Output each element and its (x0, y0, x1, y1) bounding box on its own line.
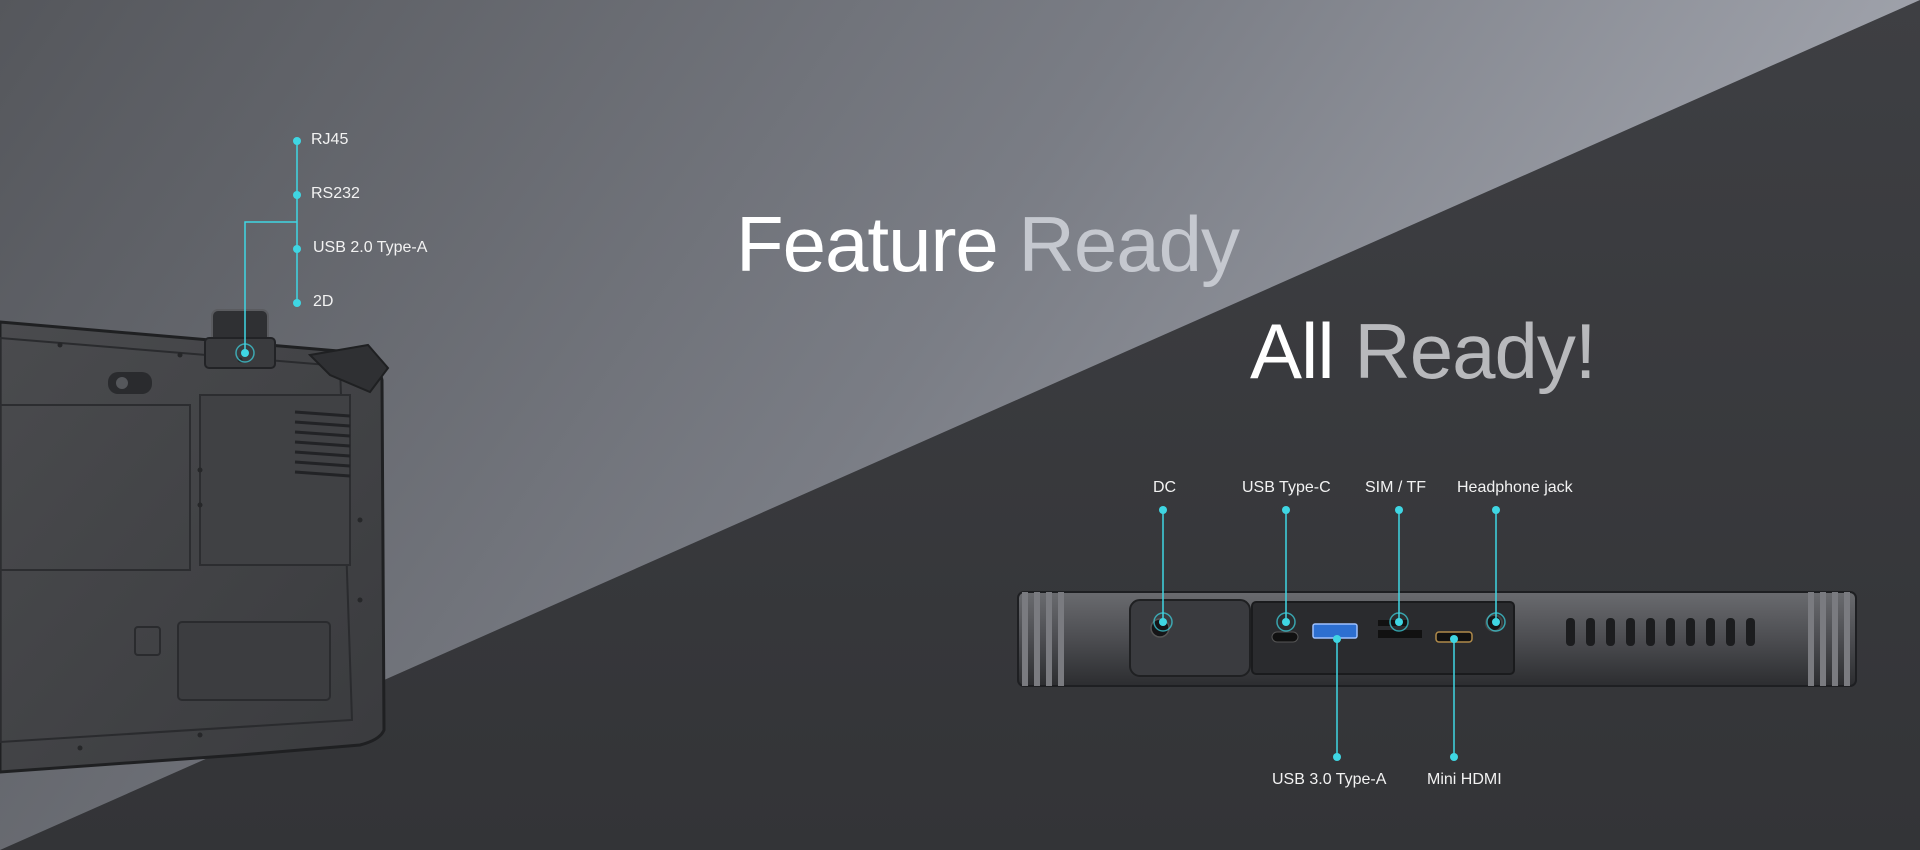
headline-1-word-2: Ready (1018, 200, 1239, 288)
headline-1-word-1: Feature (736, 200, 999, 288)
label-mini-hdmi: Mini HDMI (1427, 771, 1502, 788)
label-usb-3-type-a: USB 3.0 Type-A (1272, 771, 1387, 788)
headline-2-word-1: All (1250, 307, 1335, 395)
headline-all-ready: All Ready! (1250, 312, 1597, 390)
label-rj45: RJ45 (311, 131, 349, 148)
headline-feature-ready: Feature Ready (736, 205, 1240, 283)
tablet-rear-image (0, 309, 390, 774)
label-sim-tf: SIM / TF (1365, 479, 1427, 496)
tablet-side-image (1017, 591, 1857, 687)
label-headphone-jack: Headphone jack (1457, 479, 1573, 496)
label-usb-2-type-a: USB 2.0 Type-A (313, 239, 428, 256)
label-usb-type-c: USB Type-C (1242, 479, 1331, 496)
callout-lines (244, 141, 1497, 757)
label-dc: DC (1153, 479, 1177, 496)
label-2d: 2D (313, 293, 334, 310)
label-rs232: RS232 (311, 185, 360, 202)
callout-dots (241, 137, 1500, 761)
headline-2-word-2: Ready! (1354, 307, 1596, 395)
